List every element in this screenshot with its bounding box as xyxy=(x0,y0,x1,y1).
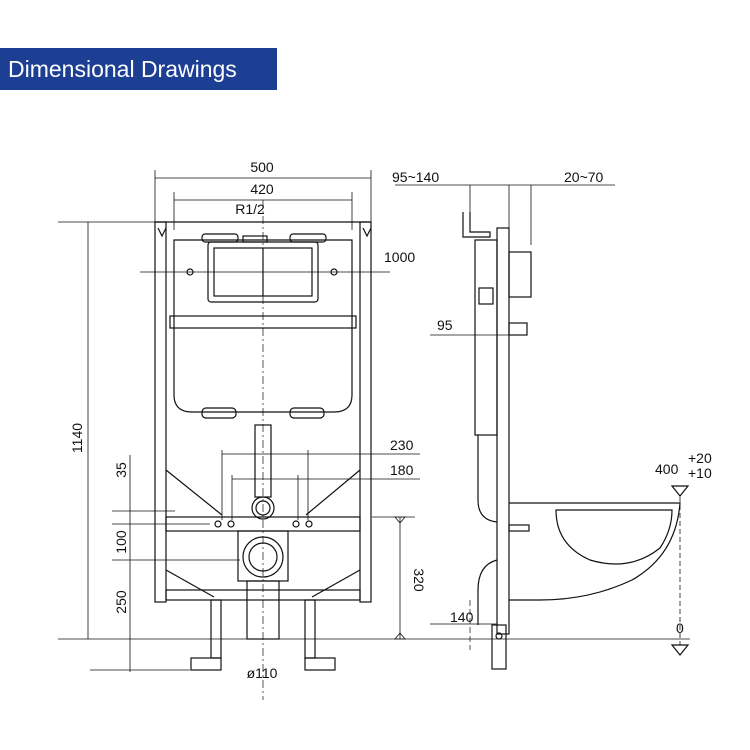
dim-320: 320 xyxy=(411,568,427,592)
toilet-bowl xyxy=(508,485,690,656)
page-title: Dimensional Drawings xyxy=(8,56,237,82)
dim-180: 180 xyxy=(390,462,414,478)
flush-pipe xyxy=(251,424,275,520)
dim-tol-plus20: +20 xyxy=(688,450,712,466)
dim-floor-0: 0 xyxy=(676,620,684,636)
dim-250: 250 xyxy=(113,590,129,614)
dim-tol-plus10: +10 xyxy=(688,465,712,481)
dim-level-400: 400 xyxy=(655,461,679,477)
dim-140: 140 xyxy=(450,609,474,625)
dim-inlet: R1/2 xyxy=(235,201,265,217)
dim-offset-range: 20~70 xyxy=(564,169,604,185)
dim-outlet: ø110 xyxy=(247,665,278,681)
cistern-tank xyxy=(169,200,357,700)
dim-230: 230 xyxy=(390,437,414,453)
dim-width-inner: 420 xyxy=(250,181,274,197)
dim-95: 95 xyxy=(437,317,453,333)
front-view-frame xyxy=(154,170,372,603)
dim-35: 35 xyxy=(113,462,129,478)
dim-flush-height: 1000 xyxy=(384,249,415,265)
dim-100: 100 xyxy=(113,530,129,554)
dim-depth-range: 95~140 xyxy=(392,169,439,185)
side-view-frame xyxy=(395,184,615,670)
dim-width-outer: 500 xyxy=(250,159,274,175)
dim-total-height: 1140 xyxy=(69,423,85,453)
front-dimension-lines xyxy=(58,177,690,672)
header-bar: Dimensional Drawings xyxy=(0,48,277,90)
